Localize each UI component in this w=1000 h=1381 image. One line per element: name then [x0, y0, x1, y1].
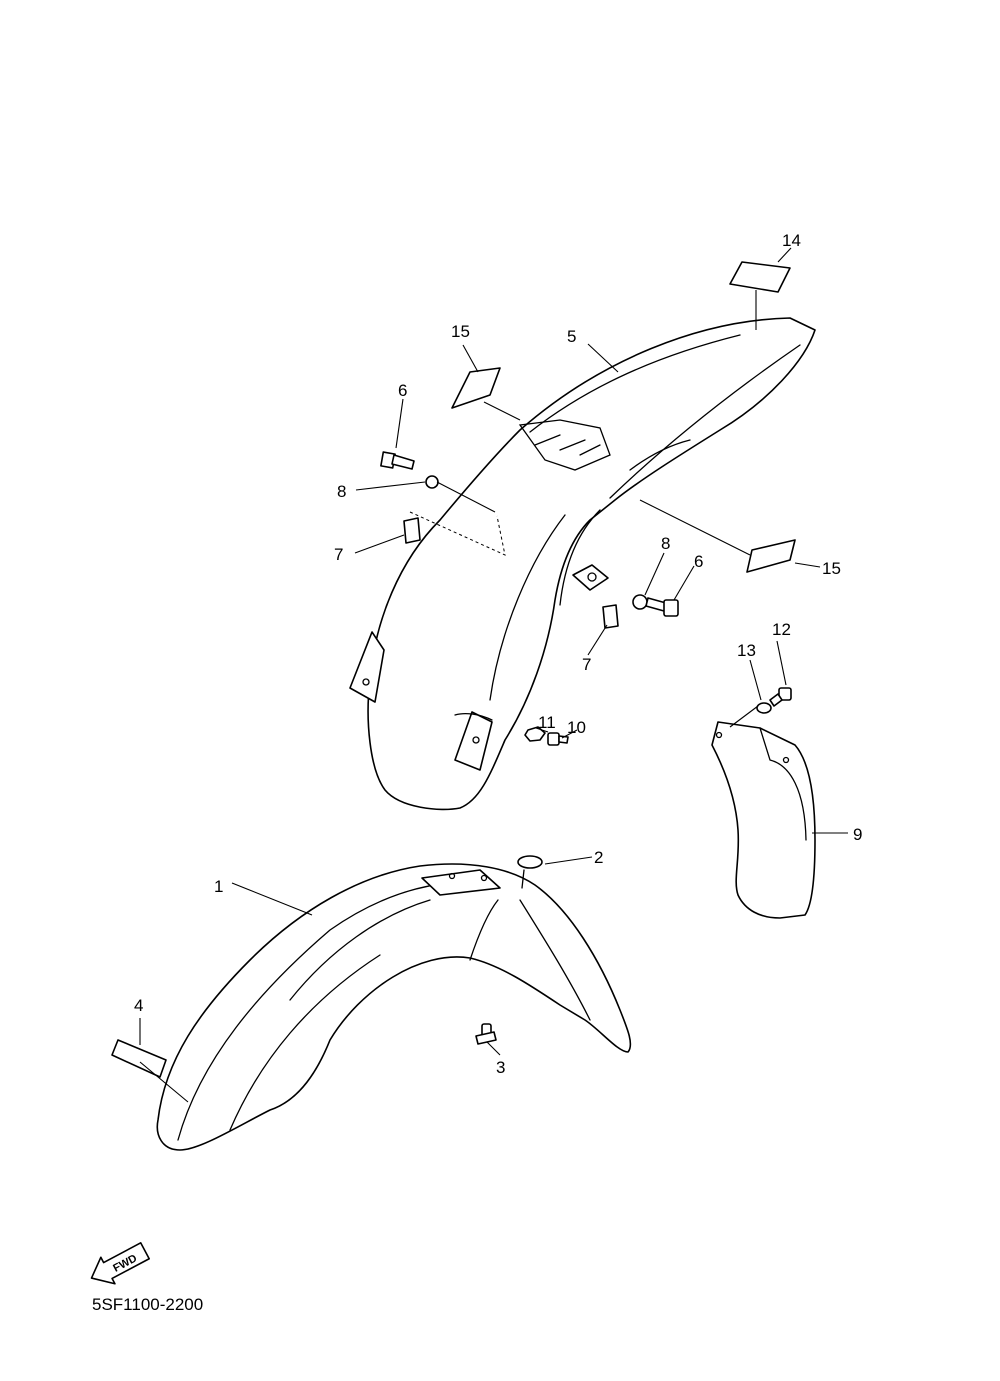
- callout-numbers: 1 2 3 4 5 6 6 7 7 8 8 9 10 11 12 13 14 1…: [134, 231, 862, 1077]
- leader-lines: [139, 247, 848, 1103]
- collar-8-left: [425, 475, 439, 489]
- nut-7-right: [602, 604, 619, 629]
- callout-5: 5: [567, 327, 576, 346]
- label-15-right: [746, 539, 796, 573]
- nut-7-left: [403, 517, 421, 544]
- callout-11: 11: [538, 713, 556, 732]
- callout-13: 13: [737, 641, 756, 660]
- bolt-6-right: [645, 597, 679, 617]
- callout-9: 9: [853, 825, 862, 844]
- label-14: [729, 261, 791, 293]
- rear-flap: [711, 721, 816, 919]
- callout-15-left: 15: [451, 322, 470, 341]
- grommet-2: [517, 855, 543, 889]
- callout-7-left: 7: [334, 545, 343, 564]
- callout-12: 12: [772, 620, 791, 639]
- callout-6-right: 6: [694, 552, 703, 571]
- label-15-left: [451, 367, 501, 409]
- label-4: [111, 1039, 167, 1078]
- callout-4: 4: [134, 996, 143, 1015]
- callout-7-right: 7: [582, 655, 591, 674]
- rear-fender: [349, 317, 816, 811]
- bolt-6-left: [380, 451, 415, 470]
- callout-15-right: 15: [822, 559, 841, 578]
- washer-13: [756, 702, 772, 714]
- nut-11: [524, 726, 546, 742]
- front-fender: [156, 863, 632, 1151]
- callout-10: 10: [567, 718, 586, 737]
- callout-8-left: 8: [337, 482, 346, 501]
- callout-1: 1: [214, 877, 223, 896]
- bolt-10: [547, 732, 569, 746]
- bolt-12: [769, 687, 792, 707]
- callout-8-right: 8: [661, 534, 670, 553]
- collar-8-right: [632, 594, 648, 610]
- callout-6-left: 6: [398, 381, 407, 400]
- callout-2: 2: [594, 848, 603, 867]
- callout-3: 3: [496, 1058, 505, 1077]
- bolt-3: [475, 1023, 497, 1045]
- callout-14: 14: [782, 231, 801, 250]
- fwd-arrow-icon: FWD: [90, 1242, 150, 1285]
- drawing-code: 5SF1100-2200: [92, 1295, 204, 1314]
